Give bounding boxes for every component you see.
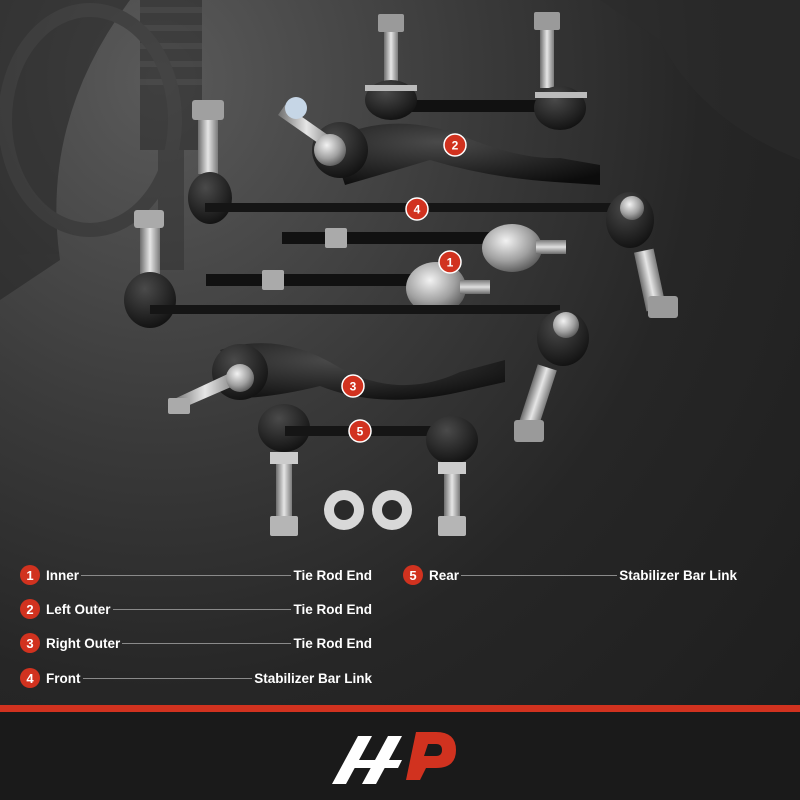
legend-left-label: Rear — [429, 567, 460, 583]
legend-item-left-outer: 2 Left Outer Tie Rod End — [20, 598, 372, 620]
right-outer-tie-rod-end — [168, 343, 505, 414]
legend-item-right-outer: 3 Right Outer Tie Rod End — [20, 632, 372, 654]
callout-5: 5 — [348, 419, 372, 443]
callout-2: 2 — [443, 133, 467, 157]
legend-left-label: Right Outer — [46, 635, 121, 651]
legend-number-badge: 2 — [20, 599, 40, 619]
legend-right-label: Tie Rod End — [293, 635, 372, 651]
legend-right-label: Stabilizer Bar Link — [254, 670, 372, 686]
legend-number-badge: 4 — [20, 668, 40, 688]
callout-1: 1 — [438, 250, 462, 274]
legend-left-label: Left Outer — [46, 601, 111, 617]
legend-leader-line — [81, 574, 292, 576]
strut-silhouette — [0, 0, 800, 300]
legend-number-badge: 1 — [20, 565, 40, 585]
legend-leader-line — [112, 608, 292, 610]
svg-text:1: 1 — [447, 256, 454, 270]
callout-4: 4 — [405, 197, 429, 221]
legend-number-badge: 3 — [20, 633, 40, 653]
legend-right-label: Tie Rod End — [293, 601, 372, 617]
svg-text:5: 5 — [357, 425, 364, 439]
legend-item-inner: 1 Inner Tie Rod End — [20, 564, 372, 586]
legend-item-rear: 5 Rear Stabilizer Bar Link — [403, 564, 737, 586]
legend-number-badge: 5 — [403, 565, 423, 585]
svg-text:3: 3 — [350, 380, 357, 394]
product-photo: 1 2 3 4 5 — [0, 0, 800, 536]
footer — [0, 712, 800, 800]
left-outer-tie-rod-end — [278, 97, 600, 185]
accent-bar — [0, 705, 800, 712]
legend-item-front: 4 Front Stabilizer Bar Link — [20, 667, 372, 689]
legend-leader-line — [461, 574, 618, 576]
legend-left-label: Front — [46, 670, 81, 686]
legend-right-label: Tie Rod End — [293, 567, 372, 583]
inner-tie-rods — [206, 224, 566, 314]
front-stabilizer-bar-link-2 — [124, 210, 589, 442]
rear-link-top — [365, 12, 587, 130]
brand-logo-icon — [332, 732, 456, 784]
callout-3: 3 — [341, 374, 365, 398]
svg-text:2: 2 — [452, 139, 459, 153]
legend-leader-line — [82, 677, 253, 679]
svg-text:4: 4 — [414, 203, 421, 217]
legend-left-label: Inner — [46, 567, 80, 583]
legend-leader-line — [122, 642, 292, 644]
legend-right-label: Stabilizer Bar Link — [619, 567, 737, 583]
